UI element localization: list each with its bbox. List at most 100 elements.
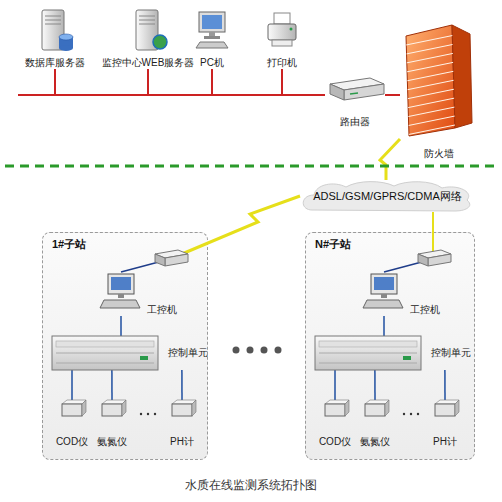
meter-icon — [325, 404, 345, 416]
cable-link — [334, 370, 336, 400]
meter-icon — [62, 400, 86, 404]
connector — [121, 316, 122, 336]
ellipsis-dot — [417, 413, 419, 415]
cable-link — [111, 370, 113, 400]
pc-monitor — [199, 12, 225, 32]
device-node: 打印机 — [258, 5, 306, 69]
meter-icon — [435, 400, 459, 404]
router-body — [344, 84, 384, 100]
router-led — [350, 93, 358, 94]
meter-node: PH计 — [425, 400, 465, 448]
node-label: 防火墙 — [424, 148, 454, 160]
ipc-screen — [374, 277, 394, 290]
node-label: PH计 — [170, 436, 194, 448]
meter-icon — [62, 404, 82, 416]
connector — [55, 69, 325, 95]
brick-line — [406, 116, 455, 126]
connector — [121, 196, 300, 272]
server-slot — [139, 20, 155, 21]
cable-link — [282, 69, 325, 95]
node-label: 氨氮仪 — [360, 436, 390, 448]
server-tower — [42, 10, 64, 50]
rack-line — [56, 363, 154, 364]
meter-icon — [192, 400, 196, 416]
ipc-node: 工控机 — [360, 272, 440, 316]
modem — [428, 254, 451, 266]
brick-lines — [406, 35, 455, 135]
server-tower — [136, 10, 158, 50]
modem — [418, 250, 451, 258]
meter-icon — [365, 400, 389, 404]
network-cloud: ADSL/GSM/GPRS/CDMA网络 — [300, 180, 475, 212]
ellipsis-dot — [403, 413, 405, 415]
meter-icon — [172, 404, 192, 416]
brick-line — [406, 53, 455, 63]
connector — [148, 69, 325, 95]
wireless-link — [432, 212, 434, 259]
node-label: 打印机 — [267, 57, 297, 69]
server-slot — [139, 16, 155, 17]
node-label: 数据库服务器 — [25, 57, 85, 69]
ellipsis-dot — [410, 413, 412, 415]
meter-icon — [345, 400, 349, 416]
node-label: ADSL/GSM/GPRS/CDMA网络 — [313, 190, 462, 202]
ipc-monitor — [108, 274, 134, 294]
modem — [155, 250, 188, 258]
device-node: PC机 — [190, 5, 234, 69]
connector — [384, 316, 385, 336]
firewall-wall — [452, 25, 472, 128]
connector — [72, 370, 73, 400]
database-cylinder — [59, 45, 73, 51]
database-cylinder — [59, 37, 73, 48]
connector — [181, 370, 182, 400]
node-label: PH计 — [433, 436, 457, 448]
cable-link — [384, 259, 433, 272]
rack-line — [319, 363, 417, 364]
ipc-keyboard — [100, 300, 140, 308]
server-slot — [45, 16, 61, 17]
ipc-stand — [118, 294, 124, 298]
ipc-monitor — [371, 274, 397, 294]
cable-link — [444, 370, 446, 400]
brick-line — [406, 44, 455, 54]
node-label: 控制单元 — [168, 347, 208, 359]
substation-box: N#子站工控机控制单元COD仪氨氮仪PH计 — [305, 232, 475, 460]
brick-line — [406, 107, 455, 117]
meter-icon — [102, 400, 126, 404]
ellipsis-dot — [233, 347, 240, 354]
meter-icon — [102, 404, 122, 416]
brick-line — [406, 89, 455, 99]
brick-line — [406, 71, 455, 81]
meter-icon — [385, 400, 389, 416]
control-unit-node: 控制单元 — [313, 336, 471, 370]
brick-line — [406, 98, 455, 108]
ellipsis-dot — [147, 413, 149, 415]
rack-panel — [56, 341, 154, 347]
meter-icon — [122, 400, 126, 416]
control-rack — [52, 336, 158, 370]
connector — [111, 370, 112, 400]
rack-line — [319, 353, 417, 354]
cable-link — [374, 370, 376, 400]
meter-node: 氨氮仪 — [355, 400, 395, 448]
cable-link — [121, 259, 170, 272]
node-label: N#子站 — [306, 233, 360, 255]
node-label: 路由器 — [340, 116, 370, 128]
ellipsis-dot — [261, 347, 268, 354]
device-node: 数据库服务器 — [22, 5, 88, 69]
cable-link — [383, 316, 385, 336]
modem — [418, 254, 428, 266]
brick-line — [406, 35, 455, 45]
cable-link — [385, 94, 400, 96]
server-slot — [45, 20, 61, 21]
node-label: COD仪 — [56, 436, 88, 448]
ellipsis-dot — [247, 347, 254, 354]
cable-link — [148, 69, 325, 95]
meter-icon — [82, 400, 86, 416]
rack-led — [403, 356, 411, 360]
cable-link — [120, 316, 122, 336]
ellipsis-dot — [154, 413, 156, 415]
node-label: 工控机 — [410, 304, 440, 316]
